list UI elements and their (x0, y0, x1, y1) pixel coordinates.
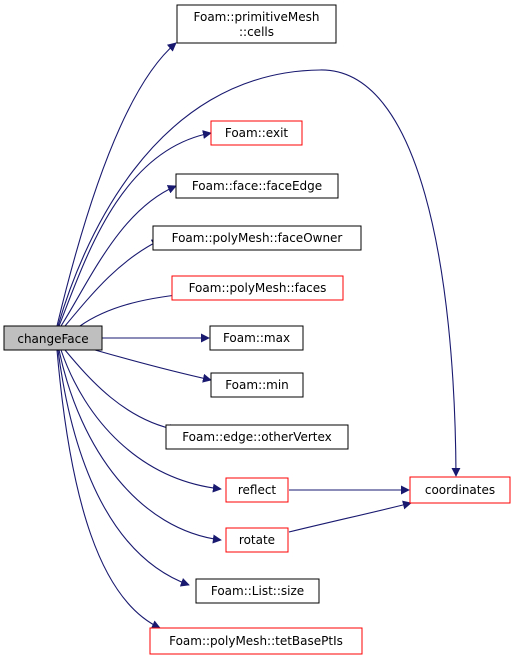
node-faceOwner[interactable]: Foam::polyMesh::faceOwner (152, 225, 362, 251)
node-primitiveMeshCells[interactable]: Foam::primitiveMesh ::cells (176, 4, 337, 44)
node-label: reflect (238, 483, 277, 497)
edge-layer (56, 42, 461, 629)
node-max[interactable]: Foam::max (209, 325, 304, 351)
node-label: Foam::face::faceEdge (192, 179, 322, 193)
node-label: Foam::max (223, 331, 290, 345)
node-label: ::cells (239, 25, 274, 39)
node-label: Foam::List::size (211, 584, 304, 598)
node-tetBasePtIs[interactable]: Foam::polyMesh::tetBasePtIs (149, 627, 363, 655)
node-reflect[interactable]: reflect (225, 477, 289, 503)
edge-changeFace-faceEdge (60, 185, 177, 327)
node-faceEdge[interactable]: Foam::face::faceEdge (175, 173, 339, 199)
node-label: Foam::polyMesh::faceOwner (172, 231, 343, 245)
node-faces[interactable]: Foam::polyMesh::faces (171, 275, 344, 301)
edge-changeFace-coordinates (57, 69, 461, 477)
edge-changeFace-exit (58, 130, 212, 327)
node-otherVertex[interactable]: Foam::edge::otherVertex (165, 424, 349, 450)
node-exit[interactable]: Foam::exit (210, 120, 303, 146)
node-size[interactable]: Foam::List::size (195, 578, 320, 604)
node-label: Foam::polyMesh::faces (189, 281, 327, 295)
edge-changeFace-otherVertex (64, 349, 178, 433)
node-coordinates[interactable]: coordinates (409, 476, 511, 504)
node-label: Foam::primitiveMesh (194, 10, 320, 24)
node-label: Foam::polyMesh::tetBasePtIs (169, 634, 343, 648)
node-changeFace[interactable]: changeFace (3, 325, 103, 351)
edge-changeFace-min (94, 349, 212, 383)
node-layer: changeFace Foam::primitiveMesh ::cells F… (3, 4, 511, 655)
edge-changeFace-size (57, 349, 190, 587)
node-label: rotate (239, 533, 275, 547)
edge-changeFace-tetBasePtIs (56, 349, 161, 629)
node-rotate[interactable]: rotate (225, 527, 289, 553)
edge-changeFace-reflect (60, 349, 222, 493)
node-label: Foam::exit (225, 126, 289, 140)
node-label: Foam::min (225, 378, 289, 392)
edge-changeFace-faceOwner (64, 239, 161, 327)
node-label: coordinates (425, 483, 495, 497)
node-min[interactable]: Foam::min (210, 372, 304, 398)
node-label: changeFace (17, 332, 88, 346)
edge-rotate-coordinates (288, 500, 412, 533)
edge-changeFace-rotate (58, 349, 222, 544)
node-label: Foam::edge::otherVertex (182, 430, 332, 444)
edge-changeFace-primitiveMeshCells (56, 42, 177, 327)
